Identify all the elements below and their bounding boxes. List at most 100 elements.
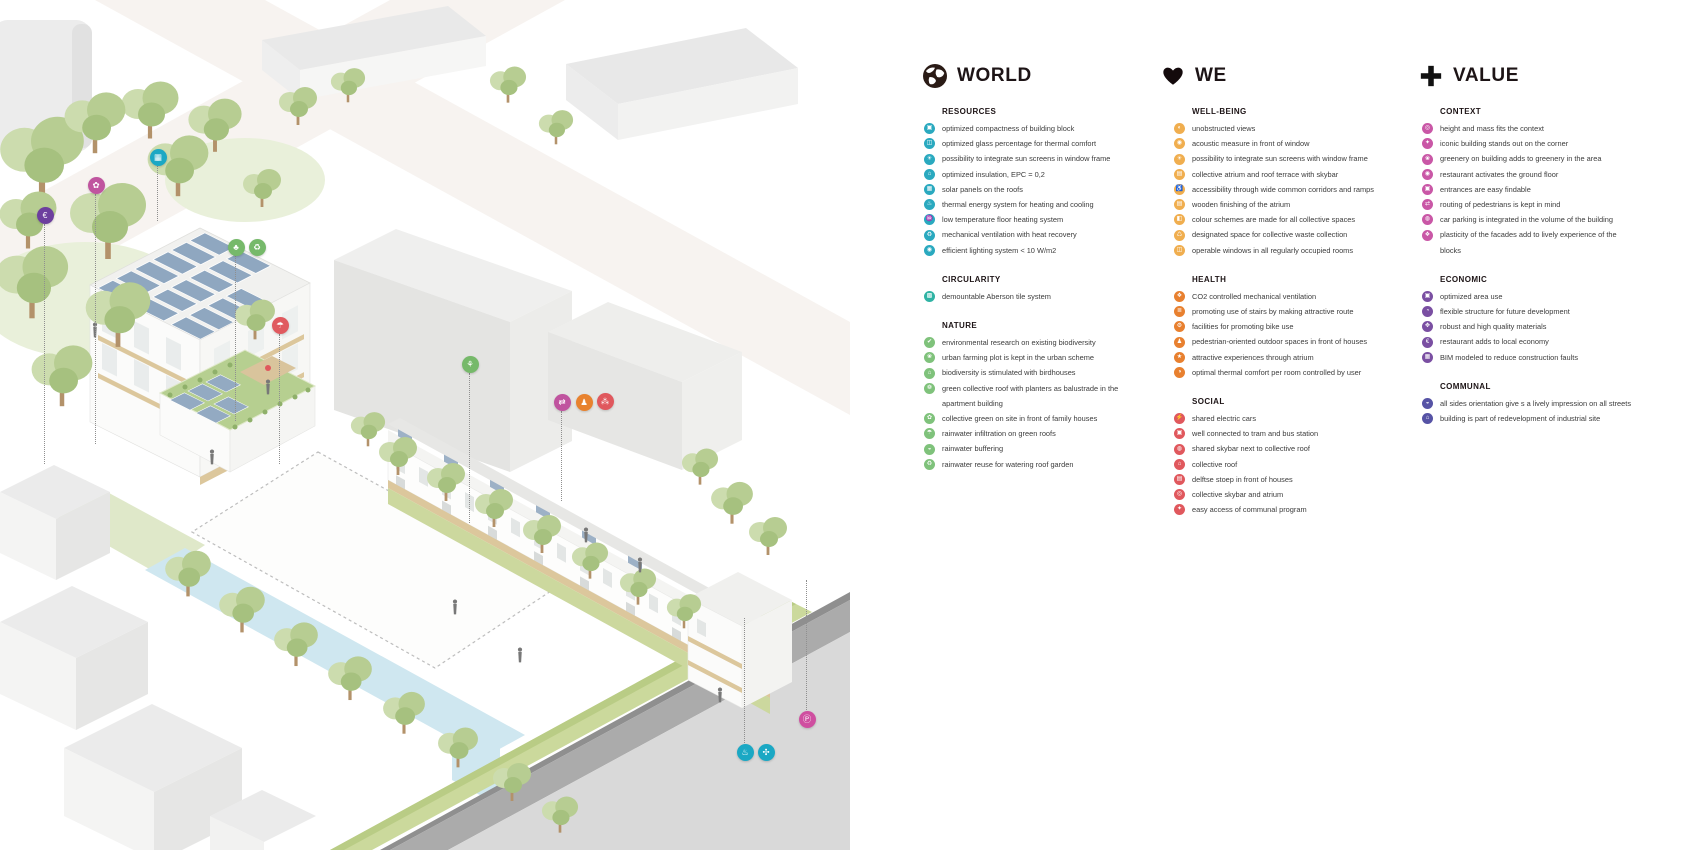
- section-label-economic: ECONOMIC: [1440, 274, 1488, 284]
- list-item: ◉ restaurant activates the ground floor: [1422, 167, 1663, 182]
- skybar-atrium-icon: ◎: [1174, 489, 1185, 501]
- item-text: restaurant adds to local economy: [1440, 337, 1549, 347]
- list-item: ⌂optimized insulation, EPC = 0,2: [924, 167, 1157, 182]
- atrium-skybar-icon: ▤: [1174, 168, 1185, 180]
- list-item: ❖CO2 controlled mechanical ventilation: [1174, 289, 1405, 304]
- list-item: ♺designated space for collective waste c…: [1174, 227, 1405, 242]
- item-text: unobstructed views: [1192, 124, 1256, 133]
- item-text: attractive experiences through atrium: [1192, 352, 1314, 362]
- communal-access-icon: ✦: [1174, 504, 1185, 516]
- item-text: possibility to integrate sun screens in …: [942, 154, 1111, 164]
- item-text: plasticity of the facades add to lively …: [1440, 230, 1617, 255]
- item-text: routing of pedestrians is kept in mind: [1440, 200, 1561, 210]
- item-text: demountable Aberson tile system: [942, 291, 1051, 301]
- list-item: ✔environmental research on existing biod…: [924, 335, 1157, 350]
- list-item: ◉acoustic measure in front of window: [1174, 136, 1405, 151]
- list-item: ◉efficient lighting system < 10 W/m2: [924, 243, 1157, 258]
- item-text: rainwater infiltration on green roofs: [942, 429, 1056, 439]
- list-item: ◫operable windows in all regularly occup…: [1174, 243, 1405, 258]
- solar-panel-icon: ▦: [924, 183, 935, 195]
- list-item: ☀ possibility to integrate sun screens wi…: [1174, 151, 1405, 166]
- greenery-icon: ❀: [1422, 153, 1433, 165]
- item-text: building is part of redevelopment of ind…: [1440, 414, 1601, 424]
- list-item: ♿accessibility through wide common corri…: [1174, 182, 1405, 197]
- section-label-communal: COMMUNAL: [1440, 381, 1491, 391]
- item-text: CO2 controlled mechanical ventilation: [1192, 291, 1317, 301]
- pedestrian-icon: ♟: [1174, 336, 1185, 348]
- list-item: ⌂ biodiversity is stimulated with birdhou…: [924, 365, 1157, 380]
- birdhouse-icon: ⌂: [924, 367, 935, 379]
- section-well-being: WELL-BEING◐unobstructed views◉acoustic m…: [1160, 107, 1405, 258]
- item-text: optimal thermal comfort per room control…: [1192, 367, 1362, 377]
- heat-recovery-icon: ♻: [924, 229, 935, 241]
- list-item: ♒low temperature floor heating system: [924, 212, 1157, 227]
- item-text: solar panels on the roofs: [942, 184, 1023, 194]
- list-item: ♻rainwater reuse for watering roof garde…: [924, 457, 1157, 472]
- item-text: efficient lighting system < 10 W/m2: [942, 245, 1057, 255]
- collective-green-icon: ✿: [924, 413, 935, 425]
- list-item: ◧colour schemes are made for all collect…: [1174, 212, 1405, 227]
- entrance-icon: ▣: [1422, 183, 1433, 195]
- electric-car-icon: ⚡: [1174, 413, 1185, 425]
- item-text: collective green on site in front of fam…: [942, 414, 1098, 424]
- section-label-circularity: CIRCULARITY: [942, 274, 1001, 284]
- item-text: delftse stoep in front of houses: [1192, 474, 1293, 484]
- green-roof-icon: ❁: [924, 382, 935, 394]
- item-text: collective atrium and roof terrace with …: [1192, 169, 1339, 179]
- sun-screen-icon: ☀: [924, 153, 935, 165]
- item-text: collective skybar and atrium: [1192, 490, 1284, 500]
- list-item: ▤ collective atrium and roof terrace with…: [1174, 167, 1405, 182]
- car-parking-icon: ◍: [1422, 214, 1433, 226]
- list-item: ❁green collective roof with planters as …: [924, 381, 1157, 411]
- rainwater-buffering-icon: ◒: [924, 443, 935, 455]
- item-text: car parking is integrated in the volume …: [1440, 215, 1613, 225]
- routing-icon: ⇄: [1422, 199, 1433, 211]
- restaurant-icon: ◉: [1422, 168, 1433, 180]
- bim-icon: ▦: [1422, 351, 1433, 363]
- list-item: ▤delftse stoep in front of houses: [1174, 472, 1405, 487]
- area-use-icon: ▣: [1422, 290, 1433, 302]
- list-item: ❖plasticity of the facades add to lively…: [1422, 227, 1663, 257]
- compactness-icon: ▣: [924, 123, 935, 135]
- skybar-icon: ◍: [1174, 443, 1185, 455]
- column-we: WE WELL-BEING◐unobstructed views◉acoustic…: [1160, 62, 1405, 517]
- item-text: thermal energy system for heating and co…: [942, 200, 1094, 210]
- item-text: entrances are easy findable: [1440, 184, 1531, 194]
- item-text: optimized area use: [1440, 291, 1503, 301]
- heart-icon: [1160, 63, 1186, 89]
- section-label-context: CONTEXT: [1440, 107, 1482, 116]
- item-text: biodiversity is stimulated with birdhous…: [942, 368, 1076, 378]
- section-nature: NATURE✔environmental research on existin…: [922, 321, 1157, 472]
- item-text: low temperature floor heating system: [942, 215, 1064, 225]
- section-resources: RESOURCES▣optimized compactness of build…: [922, 107, 1157, 258]
- item-text: shared electric cars: [1192, 414, 1257, 424]
- column-title-value: VALUE: [1453, 65, 1519, 86]
- section-health: HEALTH❖CO2 controlled mechanical ventila…: [1160, 275, 1405, 380]
- rainwater-reuse-icon: ♻: [924, 458, 935, 470]
- list-item: ⌂building is part of redevelopment of in…: [1422, 411, 1663, 426]
- wood-finish-icon: ▤: [1174, 199, 1185, 211]
- tram-bus-icon: ▣: [1174, 428, 1185, 440]
- item-text: possibility to integrate sun screens wit…: [1192, 154, 1368, 164]
- list-item: ◎ collective skybar and atrium: [1174, 487, 1405, 502]
- list-item: ⚡ shared electric cars: [1174, 411, 1405, 426]
- section-label-well-being: WELL-BEING: [1192, 107, 1247, 116]
- tile-system-icon: ▩: [924, 290, 935, 302]
- item-text: environmental research on existing biodi…: [942, 338, 1096, 348]
- sun-screen-icon: ☀: [1174, 153, 1185, 165]
- item-text: greenery on building adds to greenery in…: [1440, 154, 1602, 164]
- iconic-building-icon: ✦: [1422, 138, 1433, 150]
- column-header-we: WE: [1160, 62, 1405, 90]
- section-context: CONTEXT◎height and mass fits the context…: [1418, 107, 1663, 258]
- item-text: restaurant activates the ground floor: [1440, 169, 1559, 179]
- globe-icon: [922, 63, 948, 89]
- item-text: all sides orientation give s a lively im…: [1440, 398, 1632, 408]
- rainwater-infiltration-icon: ☂: [924, 428, 935, 440]
- waste-collection-icon: ♺: [1174, 229, 1185, 241]
- list-item: ✿ collective green on site in front of fa…: [924, 411, 1157, 426]
- item-text: colour schemes are made for all collecti…: [1192, 215, 1356, 225]
- thermal-comfort-icon: ◑: [1174, 366, 1185, 378]
- list-item: ⌂collective roof: [1174, 457, 1405, 472]
- column-title-world: WORLD: [957, 65, 1032, 86]
- item-text: pedestrian-oriented outdoor spaces in fr…: [1192, 337, 1368, 347]
